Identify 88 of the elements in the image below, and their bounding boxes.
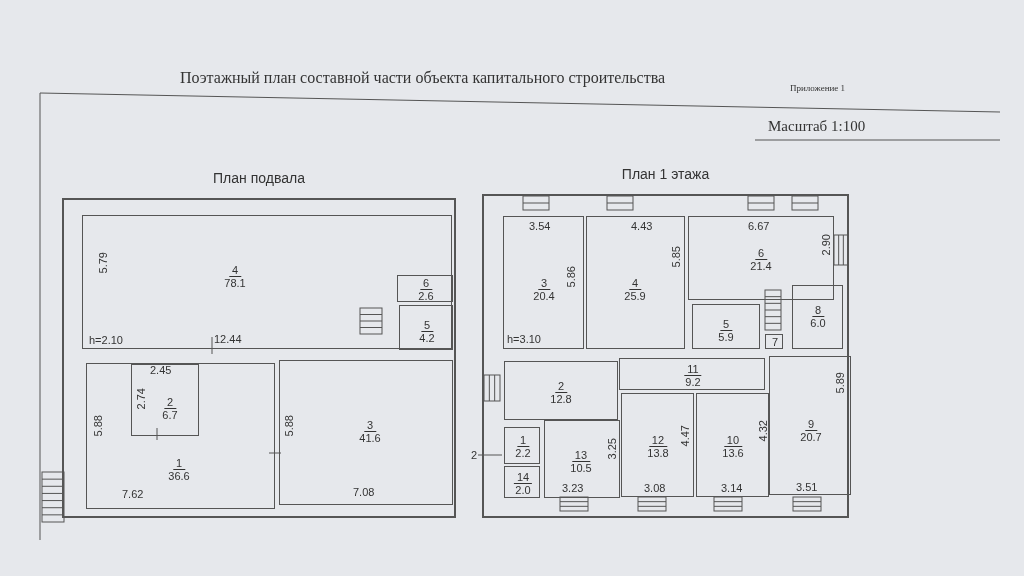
room [504, 427, 540, 464]
room-number: 8 [811, 305, 825, 317]
room-number: 6 [419, 278, 433, 290]
room [504, 361, 618, 420]
room [619, 358, 765, 390]
dimension-label: 5.88 [283, 415, 295, 437]
room-area: 5.9 [718, 331, 734, 343]
room-area: 36.6 [168, 470, 190, 482]
room [621, 393, 694, 497]
room-area: 78.1 [224, 277, 246, 289]
room-number: 7 [771, 336, 779, 348]
plan-heading: План подвала [213, 172, 305, 184]
room [131, 364, 199, 436]
room-area: 9.2 [685, 376, 701, 388]
room [688, 216, 834, 300]
dimension-label: 5.88 [92, 415, 104, 437]
room-number: 4 [228, 265, 242, 277]
room [692, 304, 760, 349]
room-area: 6.0 [810, 317, 826, 329]
scale-label: Масштаб 1:100 [768, 120, 866, 132]
room [586, 216, 685, 349]
room-area: 13.8 [647, 447, 669, 459]
dimension-label: 5.85 [670, 246, 682, 268]
room-area: 6.7 [162, 409, 178, 421]
room-number: 9 [804, 419, 818, 431]
dimension-label: 2.45 [150, 364, 172, 376]
room-number: 3 [363, 420, 377, 432]
dimension-label: h=2.10 [89, 334, 123, 346]
room-number: 1 [516, 435, 530, 447]
room-number: 2 [163, 397, 177, 409]
room [82, 215, 452, 349]
dimension-label: 5.79 [97, 252, 109, 274]
dimension-label: 3.54 [529, 220, 551, 232]
dimension-label: 5.86 [565, 266, 577, 288]
room-area: 12.8 [550, 393, 572, 405]
room-number: 5 [420, 320, 434, 332]
room-number: 13 [571, 450, 591, 462]
dimension-label: 2.74 [135, 388, 147, 410]
room-area: 41.6 [359, 432, 381, 444]
room-number: 14 [513, 472, 533, 484]
room-number: 3 [537, 278, 551, 290]
dimension-label: 7.62 [122, 488, 144, 500]
room [503, 216, 584, 349]
dimension-label: 3.08 [644, 482, 666, 494]
room-number: 10 [723, 435, 743, 447]
room [765, 334, 783, 349]
dimension-label: 3.14 [721, 482, 743, 494]
room-area: 2.2 [515, 447, 531, 459]
room [769, 356, 851, 495]
room-number: 6 [754, 248, 768, 260]
room [792, 285, 843, 349]
dimension-label: 3.23 [562, 482, 584, 494]
room [504, 466, 540, 498]
room [86, 363, 275, 509]
plan-heading: План 1 этажа [621, 168, 710, 180]
room-number: 11 [684, 364, 702, 376]
dimension-label: 3.51 [796, 481, 818, 493]
dimension-label: 7.08 [353, 486, 375, 498]
room [399, 305, 453, 350]
dimension-label: 12.44 [214, 333, 242, 345]
room-area: 25.9 [624, 290, 646, 302]
dimension-label: 3.25 [606, 438, 618, 460]
dimension-label: 2 [471, 449, 478, 461]
dimension-label: 4.47 [679, 425, 691, 447]
room-area: 21.4 [750, 260, 772, 272]
room [397, 275, 453, 302]
dimension-label: 5.89 [834, 372, 846, 394]
room-number: 2 [554, 381, 568, 393]
room-area: 2.0 [515, 484, 531, 496]
room-number: 4 [628, 278, 642, 290]
dimension-label: 4.32 [757, 420, 769, 442]
annex-note: Приложение 1 [790, 82, 846, 94]
room [696, 393, 769, 497]
room-area: 13.6 [722, 447, 744, 459]
room-number: 1 [172, 458, 186, 470]
dimension-label: h=3.10 [507, 333, 541, 345]
room [544, 420, 620, 498]
room [279, 360, 453, 505]
dimension-label: 6.67 [748, 220, 770, 232]
room-area: 4.2 [419, 332, 435, 344]
room-number: 12 [648, 435, 668, 447]
dimension-label: 4.43 [631, 220, 653, 232]
room-area: 2.6 [418, 290, 434, 302]
room-area: 20.7 [800, 431, 822, 443]
dimension-label: 2.90 [820, 234, 832, 256]
room-area: 10.5 [570, 462, 592, 474]
room-area: 20.4 [533, 290, 555, 302]
room-number: 5 [719, 319, 733, 331]
